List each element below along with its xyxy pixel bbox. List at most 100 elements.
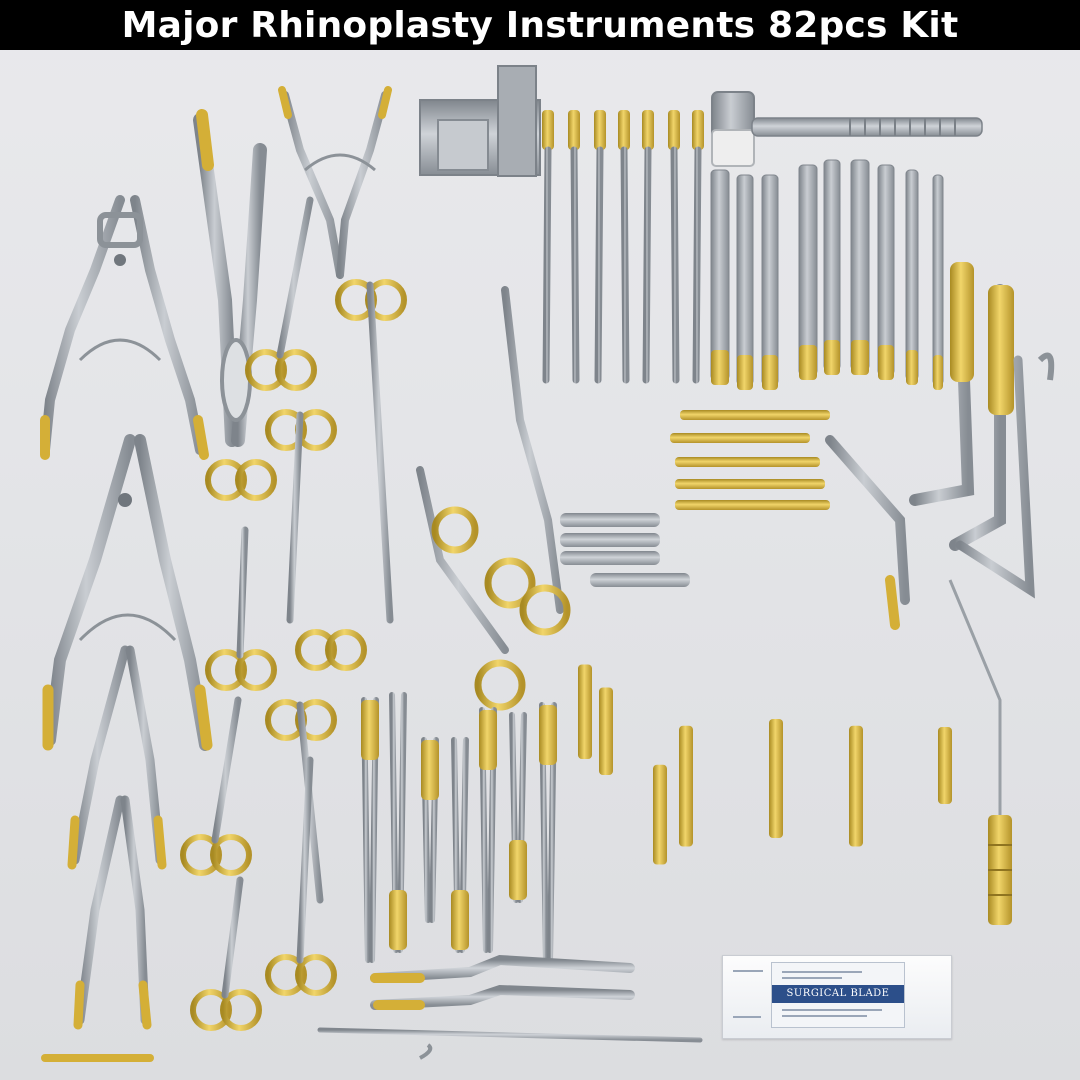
hook-retractor-set xyxy=(557,410,863,587)
elevator-body xyxy=(850,159,870,371)
elevator-body xyxy=(736,174,754,386)
instrument-grip xyxy=(938,727,952,804)
elevator-body xyxy=(798,164,818,376)
retractor-handle xyxy=(675,479,825,489)
scissor-blade xyxy=(236,526,249,659)
scissor-ring xyxy=(275,349,317,391)
osteotome-shaft xyxy=(620,146,630,384)
scissor-ring xyxy=(205,649,247,691)
scissor-ring xyxy=(190,989,232,1031)
instrument-grip xyxy=(653,764,667,865)
scissor-ring xyxy=(295,699,337,741)
cartilage-forceps-large xyxy=(193,109,267,447)
scissor-ring xyxy=(220,989,262,1031)
elevator-tip xyxy=(906,350,918,385)
forceps-grip xyxy=(451,890,469,950)
osteotome-handle xyxy=(594,110,606,150)
elevator-tip xyxy=(711,350,729,385)
scalpel-handle xyxy=(560,551,660,565)
instrument-grip xyxy=(599,687,613,775)
osteotome-handle xyxy=(568,110,580,150)
scalpel-handle xyxy=(560,533,660,547)
elevator-tip xyxy=(737,355,753,390)
scissor-blade xyxy=(276,196,314,359)
retractor-handle xyxy=(670,433,810,443)
scalpel-handle xyxy=(590,573,690,587)
osteotome-shaft xyxy=(642,146,652,384)
scissor-ring xyxy=(265,954,307,996)
instrument-grip xyxy=(578,664,592,759)
osteotome-handle xyxy=(542,110,554,150)
instrument-grip xyxy=(769,719,783,838)
scissor-ring xyxy=(265,409,307,451)
elevator-body xyxy=(877,164,895,376)
scissor-ring xyxy=(295,629,337,671)
elevator-tip xyxy=(799,345,817,380)
thumb-forceps-row xyxy=(361,692,557,963)
forceps-grip xyxy=(421,740,439,800)
elevator-body xyxy=(823,159,841,371)
osteotome-handle xyxy=(642,110,654,150)
scissor-blade xyxy=(286,411,304,624)
metal-guide-block xyxy=(419,65,541,177)
osteotome-handle xyxy=(618,110,630,150)
elevator-tip xyxy=(762,355,778,390)
osteotome-shaft xyxy=(692,146,702,384)
blade-card: SURGICAL BLADE xyxy=(771,962,905,1028)
small-rongeur-1 xyxy=(67,645,167,870)
forceps-grip xyxy=(361,700,379,760)
forceps-grip xyxy=(509,840,527,900)
retractor-handle xyxy=(675,500,830,510)
instrument-grip xyxy=(679,725,693,847)
elevator-body xyxy=(710,169,730,381)
scissor-ring xyxy=(205,459,247,501)
elevator-tip xyxy=(933,355,943,390)
retractor-handle xyxy=(680,410,830,420)
blade-label-stripe xyxy=(772,985,904,1003)
retractor-handle xyxy=(675,457,820,467)
elevator-tip xyxy=(878,345,894,380)
instrument-photo xyxy=(40,65,1055,1062)
bayonet-forceps-horizontal xyxy=(41,954,703,1062)
forceps-grip xyxy=(539,705,557,765)
surgical-mallet xyxy=(711,91,983,167)
title-banner: Major Rhinoplasty Instruments 82pcs Kit xyxy=(0,0,1080,50)
angled-retractors xyxy=(825,262,1055,630)
nipper-pliers xyxy=(278,86,392,279)
rongeur-lower-left xyxy=(42,434,213,751)
scissor-ring xyxy=(180,834,222,876)
scissor-ring xyxy=(245,349,287,391)
elevator-body xyxy=(905,169,919,381)
surgical-blade-packet: SURGICAL BLADE xyxy=(722,955,952,1039)
scissor-ring xyxy=(235,649,277,691)
osteotome-handle xyxy=(692,110,704,150)
scissor-blade xyxy=(296,756,314,964)
scalpel-handle xyxy=(560,513,660,527)
scissor-blade xyxy=(221,876,244,999)
bayonet-rongeur xyxy=(416,286,571,711)
bone-rongeur-left xyxy=(40,195,209,460)
scissor-blade xyxy=(211,696,242,844)
scissor-ring xyxy=(295,954,337,996)
scissor-ring xyxy=(210,834,252,876)
scissors-cluster xyxy=(180,196,407,1031)
osteotome-shaft xyxy=(542,146,552,384)
osteotome-handle xyxy=(668,110,680,150)
elevator-row xyxy=(710,159,944,390)
blade-label: SURGICAL BLADE xyxy=(786,988,890,999)
osteotome-shaft xyxy=(670,146,680,384)
suction-cannula xyxy=(948,579,1012,925)
osteotome-shaft xyxy=(570,146,580,384)
scissor-ring xyxy=(325,629,367,671)
misc-instruments xyxy=(578,565,952,955)
osteotome-shaft xyxy=(594,146,604,384)
osteotome-row xyxy=(542,110,704,384)
forceps-grip xyxy=(389,890,407,950)
scissor-blade xyxy=(366,281,394,624)
small-rongeur-2 xyxy=(73,795,152,1030)
page-title: Major Rhinoplasty Instruments 82pcs Kit xyxy=(121,4,959,46)
elevator-tip xyxy=(851,340,869,375)
elevator-body xyxy=(761,174,779,386)
instrument-grip xyxy=(849,725,863,847)
